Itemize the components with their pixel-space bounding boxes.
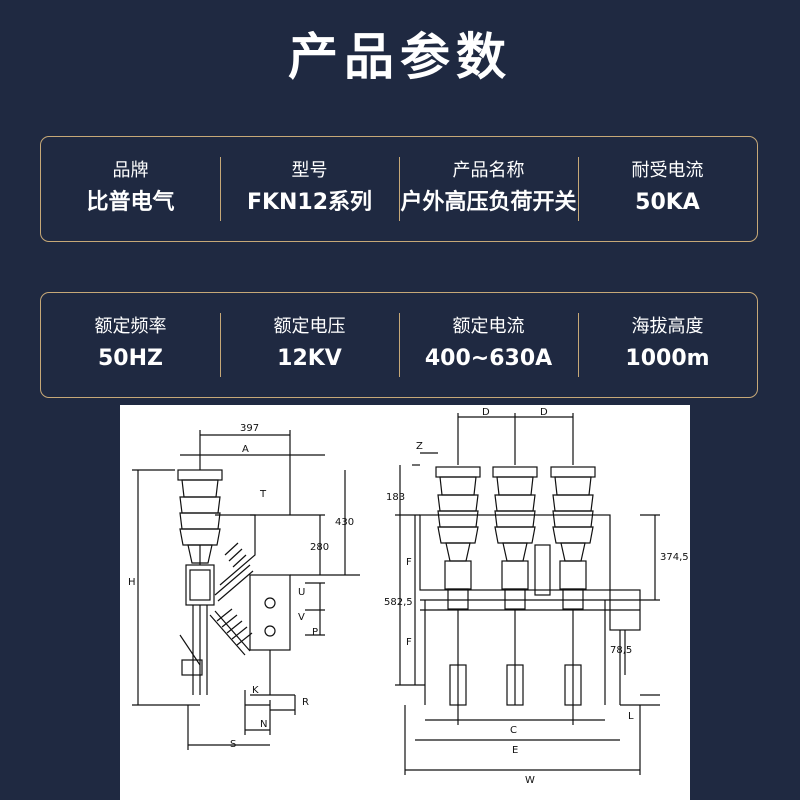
dim-label-183: 183 [386, 492, 405, 503]
param-value: 12KV [277, 346, 342, 371]
dim-label-E: E [512, 745, 518, 756]
dim-label-K: K [252, 685, 259, 696]
param-brand: 品牌 比普电气 [41, 137, 220, 241]
param-label: 产品名称 [452, 160, 525, 181]
param-product-name: 产品名称 户外高压负荷开关 [399, 137, 578, 241]
dim-label-R: R [302, 697, 309, 708]
dimension-drawing: 397 A T H 430 280 U V P K R N S D D Z 18… [120, 405, 690, 800]
dim-label-582: 582,5 [384, 597, 413, 608]
dim-label-78: 78,5 [610, 645, 632, 656]
params-panel-2: 额定频率 50HZ 额定电压 12KV 额定电流 400~630A 海拔高度 1… [40, 292, 758, 398]
dim-label-430: 430 [335, 517, 354, 528]
param-value: 比普电气 [86, 190, 175, 215]
dim-label-F1: F [406, 557, 412, 568]
technical-drawing-svg: 397 A T H 430 280 U V P K R N S D D Z 18… [128, 407, 689, 786]
dim-label-A: A [242, 444, 249, 455]
dim-label-F2: F [406, 637, 412, 648]
param-label: 额定电流 [452, 316, 525, 337]
dim-label-S: S [230, 739, 236, 750]
side-view [132, 430, 360, 750]
param-value: 50HZ [98, 346, 163, 371]
dim-label-top: 397 [240, 423, 259, 434]
param-label: 额定电压 [273, 316, 346, 337]
param-rated-voltage: 额定电压 12KV [220, 293, 399, 397]
param-rated-frequency: 额定频率 50HZ [41, 293, 220, 397]
param-rated-current: 额定电流 400~630A [399, 293, 578, 397]
param-label: 额定频率 [94, 316, 167, 337]
dim-label-Z: Z [416, 441, 423, 452]
param-value: 400~630A [424, 346, 553, 371]
param-altitude: 海拔高度 1000m [578, 293, 757, 397]
dim-label-D2: D [540, 407, 548, 418]
param-model: 型号 FKN12系列 [220, 137, 399, 241]
dim-label-N: N [260, 719, 267, 730]
param-value: 户外高压负荷开关 [400, 190, 577, 215]
param-value: 50KA [635, 190, 700, 215]
dim-label-P: P [312, 627, 318, 638]
dim-label-374: 374,5 [660, 552, 689, 563]
param-label: 耐受电流 [631, 160, 704, 181]
param-label: 型号 [291, 160, 328, 181]
dim-label-W: W [525, 775, 535, 786]
param-value: 1000m [625, 346, 710, 371]
dim-label-U: U [298, 587, 305, 598]
dim-label-T: T [259, 489, 267, 500]
param-withstand-current: 耐受电流 50KA [578, 137, 757, 241]
param-value: FKN12系列 [246, 190, 373, 215]
dim-label-L: L [628, 711, 634, 722]
dim-label-D1: D [482, 407, 490, 418]
param-label: 品牌 [112, 160, 149, 181]
dim-label-280: 280 [310, 542, 329, 553]
page-title: 产品参数 [288, 28, 512, 86]
params-panel-1: 品牌 比普电气 型号 FKN12系列 产品名称 户外高压负荷开关 耐受电流 50… [40, 136, 758, 242]
front-view [395, 413, 660, 775]
param-label: 海拔高度 [631, 316, 704, 337]
dim-label-V: V [298, 612, 305, 623]
dim-label-H: H [128, 577, 136, 588]
dim-label-C: C [510, 725, 517, 736]
